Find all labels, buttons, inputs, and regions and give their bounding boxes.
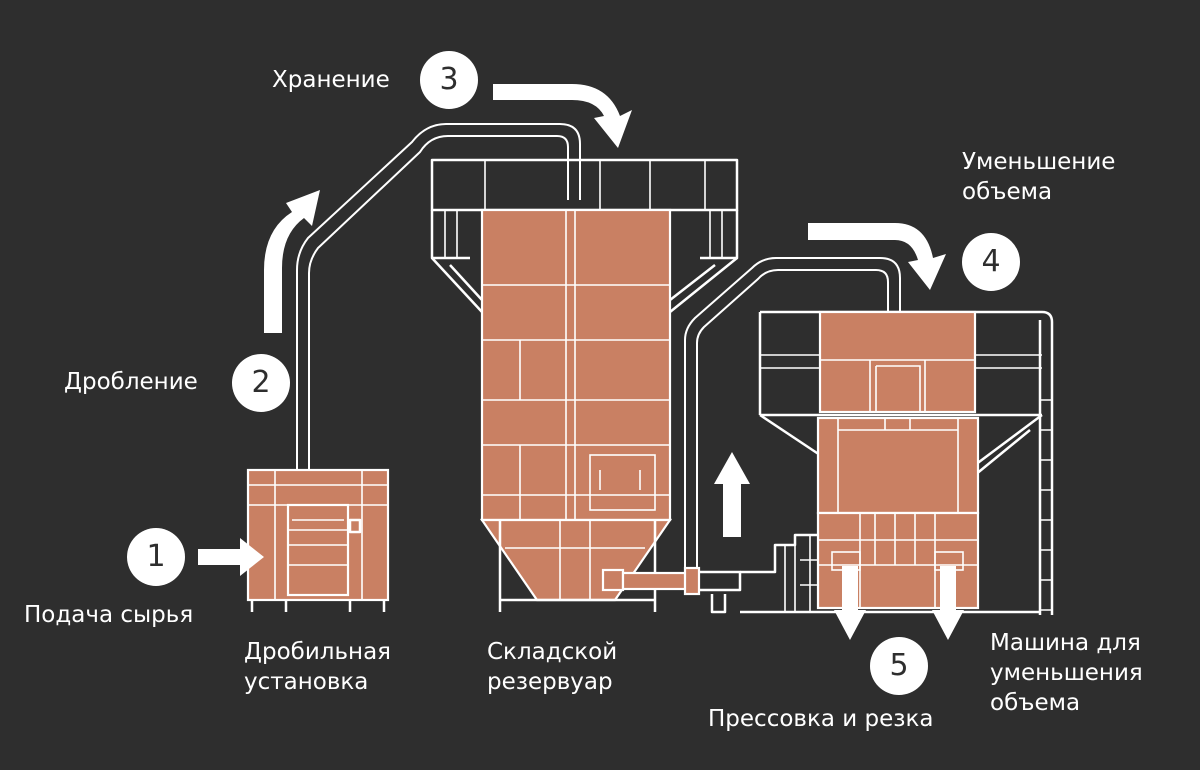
- crusher-unit: [246, 468, 390, 612]
- pipe-tank-to-machine: [684, 257, 901, 570]
- step-5-badge: 5: [870, 637, 928, 695]
- step-4-label: Уменьшение объема: [962, 147, 1115, 207]
- crusher-label-line-2: установка: [244, 669, 369, 695]
- machine-label-line-3: объема: [990, 690, 1081, 716]
- step-4-badge: 4: [962, 233, 1020, 291]
- storage-tank: [430, 158, 742, 614]
- step-3-label: Хранение: [272, 67, 390, 93]
- arrow-reduction-down: [808, 223, 946, 290]
- crusher-label-line-1: Дробильная: [244, 639, 391, 665]
- arrow-output-left: [834, 566, 866, 640]
- step-4-label-line-2: объема: [962, 179, 1053, 205]
- arrow-storage-down: [493, 84, 632, 148]
- machine-label-line-2: уменьшения: [990, 660, 1143, 686]
- step-2-badge: 2: [232, 354, 290, 412]
- step-4-label-line-1: Уменьшение: [962, 149, 1116, 175]
- step-1-label: Подача сырья: [24, 602, 194, 628]
- tank-label-line-1: Складской: [487, 639, 618, 665]
- crusher-label: Дробильная установка: [244, 637, 391, 697]
- step-3-badge: 3: [420, 51, 478, 109]
- step-2-label: Дробление: [64, 369, 198, 395]
- arrow-feed: [198, 538, 264, 576]
- arrow-transfer-up: [714, 452, 750, 537]
- machine-label-line-1: Машина для: [990, 630, 1141, 656]
- pipe-crusher-to-tank: [296, 123, 581, 470]
- machine-label: Машина для уменьшения объема: [990, 628, 1143, 718]
- step-1-badge: 1: [127, 528, 185, 586]
- arrow-output-right: [932, 566, 964, 640]
- tank-label-line-2: резервуар: [487, 669, 613, 695]
- arrow-crushing-up: [264, 190, 320, 333]
- step-5-label: Прессовка и резка: [708, 706, 934, 732]
- tank-label: Складской резервуар: [487, 637, 617, 697]
- volume-reduction-machine: [740, 310, 1054, 615]
